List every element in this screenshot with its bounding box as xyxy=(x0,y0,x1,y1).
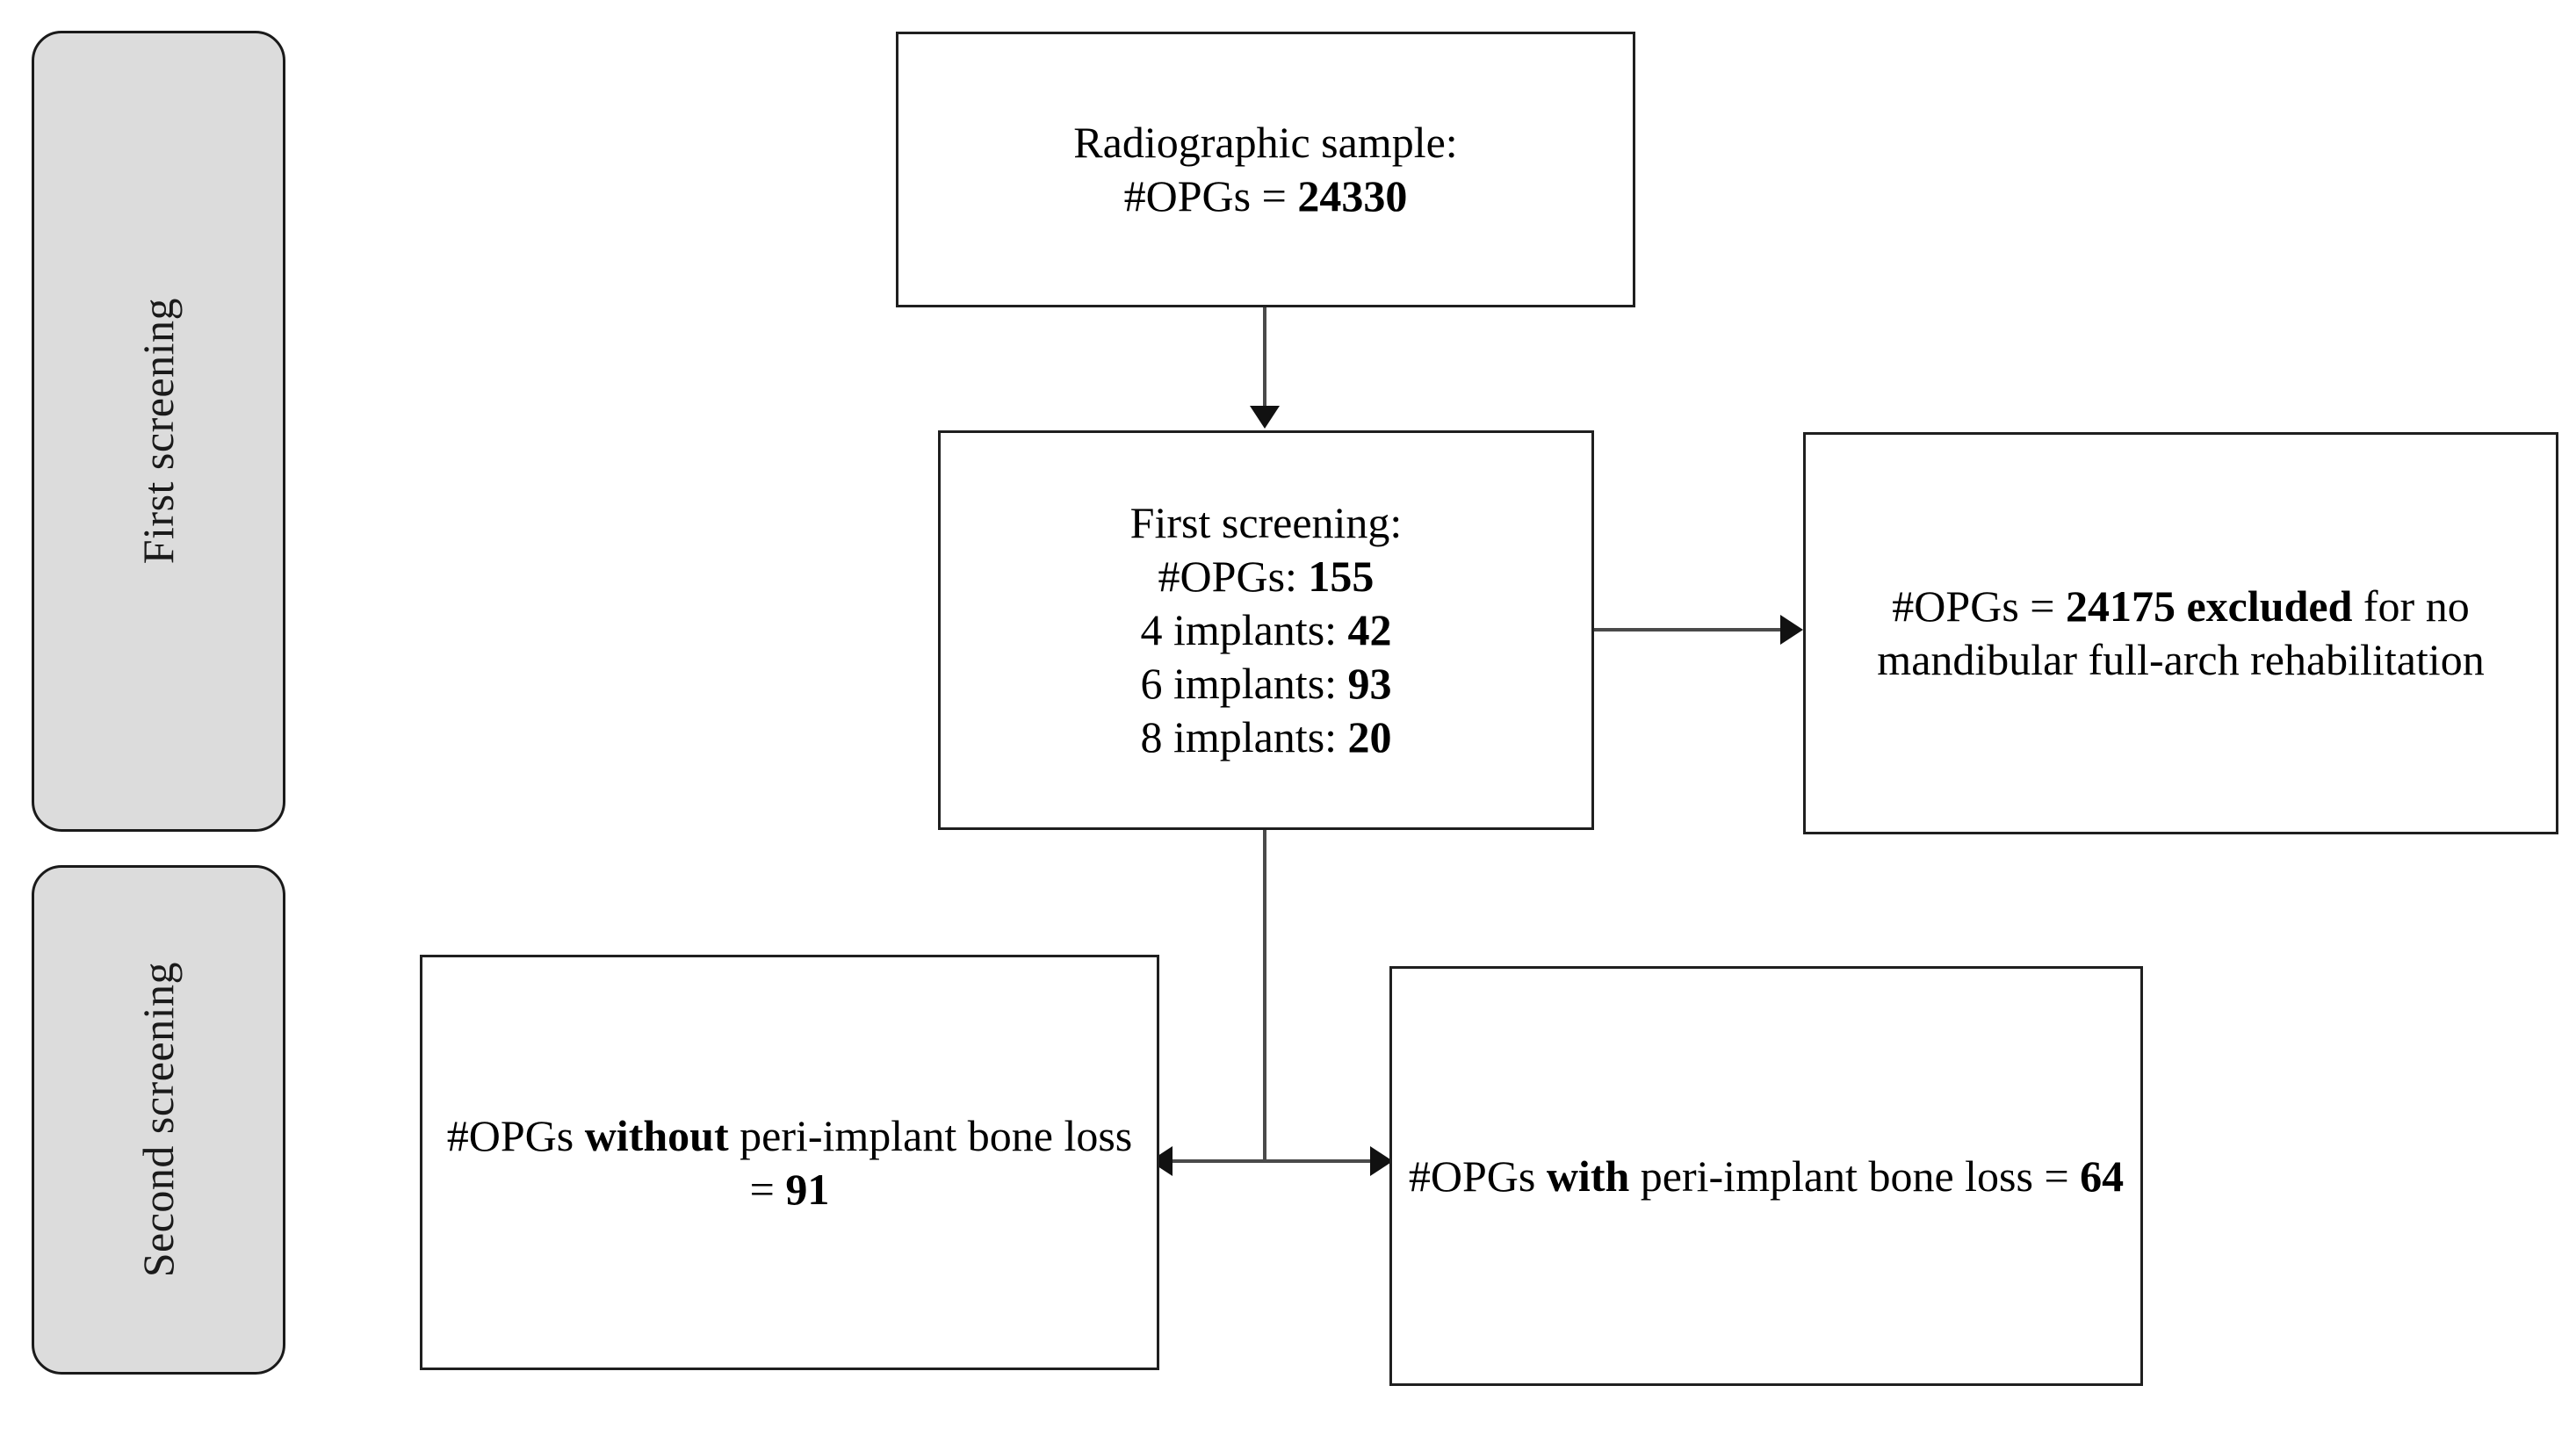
without-bone-loss-middle: peri-implant bone loss = xyxy=(728,1110,1133,1214)
connector-outcomes-vertical-line xyxy=(1263,830,1266,1163)
first-screening-line1: First screening: xyxy=(1129,498,1403,547)
without-bone-loss-prefix: #OPGs xyxy=(446,1110,585,1160)
first-screening-8implants-value: 20 xyxy=(1347,712,1392,761)
first-screening-4implants-value: 42 xyxy=(1347,605,1392,654)
first-screening-opgs-label: #OPGs: xyxy=(1158,552,1309,601)
box-without-bone-loss: #OPGs without peri-implant bone loss = 9… xyxy=(420,955,1159,1370)
first-screening-6implants-value: 93 xyxy=(1347,659,1392,708)
without-bone-loss-emphasis: without xyxy=(584,1110,729,1160)
with-bone-loss-value: 64 xyxy=(2080,1151,2125,1201)
excluded-suffix: for no mandibular full-arch rehabilitati… xyxy=(1877,581,2485,684)
first-screening-8implants-label: 8 implants: xyxy=(1140,712,1348,761)
first-screening-opgs-value: 155 xyxy=(1308,552,1375,601)
stage-tab-second-screening: Second screening xyxy=(32,865,285,1375)
box-first-screening-text: First screening: #OPGs: 155 4 implants: … xyxy=(1118,496,1415,764)
connector-sample-to-first-screening-arrowhead-icon xyxy=(1250,406,1280,429)
radiographic-sample-opgs-label: #OPGs = xyxy=(1123,171,1298,220)
without-bone-loss-value: 91 xyxy=(785,1164,830,1214)
box-with-bone-loss-text: #OPGs with peri-implant bone loss = 64 xyxy=(1396,1150,2136,1203)
stage-tab-first-screening: First screening xyxy=(32,31,285,832)
with-bone-loss-middle: peri-implant bone loss = xyxy=(1629,1151,2081,1201)
stage-tab-first-screening-label: First screening xyxy=(133,298,183,565)
connector-first-screening-to-excluded-arrowhead-icon xyxy=(1780,615,1803,645)
box-radiographic-sample: Radiographic sample: #OPGs = 24330 xyxy=(896,32,1635,307)
radiographic-sample-line1: Radiographic sample: xyxy=(1073,118,1458,167)
connector-outcomes-right-arrowhead-icon xyxy=(1370,1146,1393,1176)
with-bone-loss-emphasis: with xyxy=(1546,1151,1630,1201)
box-first-screening: First screening: #OPGs: 155 4 implants: … xyxy=(938,430,1594,830)
first-screening-4implants-label: 4 implants: xyxy=(1140,605,1348,654)
connector-outcomes-horizontal-line xyxy=(1173,1159,1392,1163)
excluded-prefix: #OPGs = xyxy=(1892,581,2066,631)
box-with-bone-loss: #OPGs with peri-implant bone loss = 64 xyxy=(1389,966,2143,1386)
box-excluded-text: #OPGs = 24175 excluded for no mandibular… xyxy=(1806,580,2556,687)
box-excluded: #OPGs = 24175 excluded for no mandibular… xyxy=(1803,432,2558,834)
box-radiographic-sample-text: Radiographic sample: #OPGs = 24330 xyxy=(1061,116,1469,223)
with-bone-loss-prefix: #OPGs xyxy=(1408,1151,1547,1201)
connector-first-screening-to-excluded-line xyxy=(1594,628,1782,632)
radiographic-sample-opgs-value: 24330 xyxy=(1297,171,1408,220)
stage-tab-second-screening-label: Second screening xyxy=(133,962,183,1278)
excluded-value: 24175 excluded xyxy=(2065,581,2353,631)
connector-sample-to-first-screening-line xyxy=(1263,307,1266,411)
box-without-bone-loss-text: #OPGs without peri-implant bone loss = 9… xyxy=(422,1109,1157,1216)
first-screening-6implants-label: 6 implants: xyxy=(1140,659,1348,708)
